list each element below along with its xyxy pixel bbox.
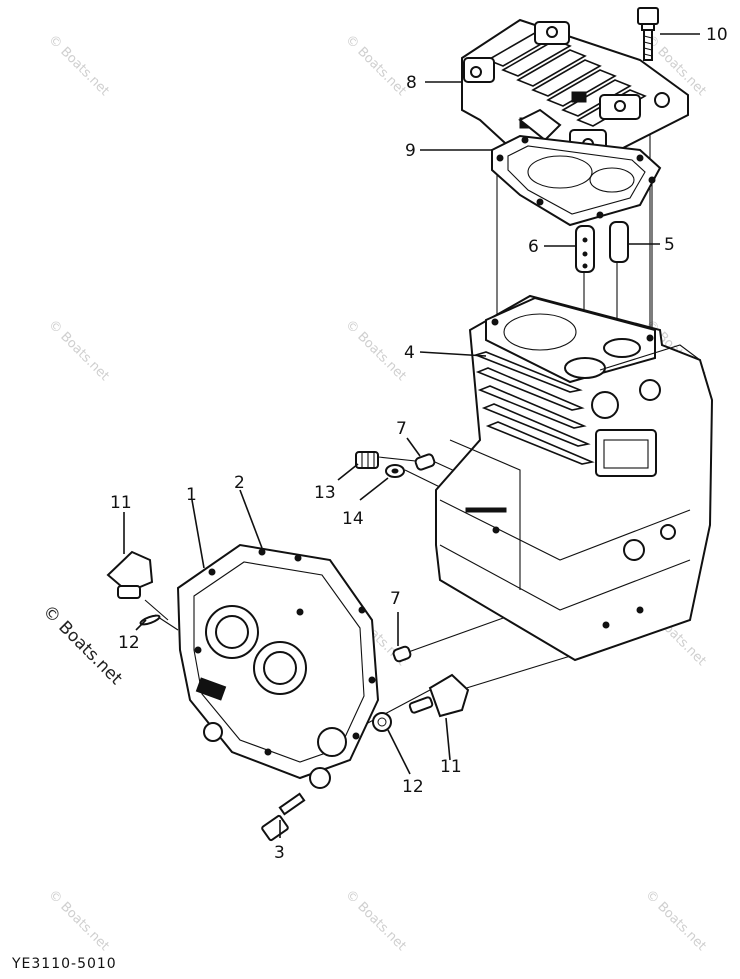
callout-label: 2: [234, 473, 245, 493]
washer-icon: [385, 464, 405, 478]
callout-label: 7: [396, 419, 407, 439]
watermark: © Boats.net: [45, 317, 112, 384]
callout-label: 12: [118, 633, 140, 653]
oil-filler-cap-icon: [106, 550, 154, 599]
dowel-pin-icon: [414, 453, 436, 471]
watermark: © Boats.net: [642, 887, 709, 954]
leader-lines: [123, 33, 700, 838]
drain-plug-icon: [355, 451, 379, 469]
callout-label: 11: [110, 493, 132, 513]
watermark: © Boats.net: [45, 32, 112, 99]
o-ring-icon: [372, 712, 392, 732]
callout-label: 4: [404, 343, 415, 363]
dowel-pin-icon: [392, 645, 412, 663]
callout-label: 6: [528, 237, 539, 257]
oil-filler-cap-icon: [408, 673, 470, 718]
callout-label: 12: [402, 777, 424, 797]
bolt-icon: [261, 792, 306, 842]
callout-label: 8: [406, 73, 417, 93]
watermark-main: © Boats.net: [38, 601, 126, 689]
callout-label: 13: [314, 483, 336, 503]
watermark: © Boats.net: [342, 887, 409, 954]
o-ring-icon: [139, 614, 161, 626]
callout-label: 9: [405, 141, 416, 161]
crankcase-icon: [435, 294, 714, 662]
callout-label: 1: [186, 485, 197, 505]
callout-label: 11: [440, 757, 462, 777]
crankcase-cover-icon: [176, 543, 380, 789]
watermark: © Boats.net: [342, 32, 409, 99]
callout-labels: 10 8 9 6 5 4 7 13 14 2 1 11 12 7 11 12 3: [110, 25, 728, 863]
dowel-pin-icon: [575, 225, 595, 273]
head-gasket-icon: [491, 134, 662, 227]
callout-label: 3: [274, 843, 285, 863]
bolt-icon: [637, 7, 659, 61]
callout-label: 5: [664, 235, 675, 255]
callout-label: 14: [342, 509, 364, 529]
watermark: © Boats.net: [342, 317, 409, 384]
callout-label: 7: [390, 589, 401, 609]
drawing-code: YE3110-5010: [11, 956, 117, 972]
dowel-pin-icon: [609, 221, 629, 263]
callout-label: 10: [706, 25, 728, 45]
watermark: © Boats.net: [45, 887, 112, 954]
